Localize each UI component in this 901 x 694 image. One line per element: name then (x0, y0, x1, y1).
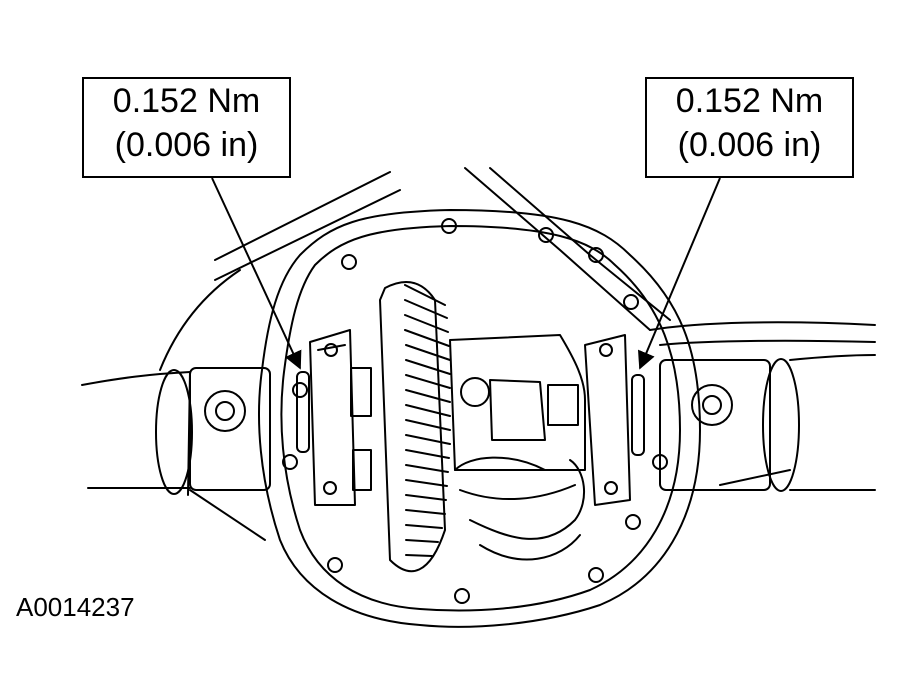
right-bearing-cap (584, 334, 631, 506)
right-axle-tube (789, 354, 876, 361)
right-callout-inches: (0.006 in) (677, 126, 822, 164)
right-callout-torque: 0.152 Nm (675, 82, 824, 120)
right-shim (631, 374, 645, 456)
left-callout-inches: (0.006 in) (114, 126, 259, 164)
right-shim-callout: 0.152 Nm (0.006 in) (645, 77, 854, 178)
left-axle-tube (81, 371, 191, 386)
right-leader-arrow (637, 177, 721, 370)
left-leader-arrow (211, 177, 302, 370)
left-axle-boss (189, 367, 271, 491)
left-shim (296, 371, 310, 453)
ring-gear-teeth (404, 284, 451, 557)
housing-flange (258, 209, 701, 628)
left-bearing-cap (309, 329, 356, 506)
left-shim-callout: 0.152 Nm (0.006 in) (82, 77, 291, 178)
figure-id: A0014237 (16, 592, 135, 622)
ring-gear (379, 281, 446, 573)
left-callout-torque: 0.152 Nm (112, 82, 261, 120)
differential-case (449, 334, 586, 471)
right-axle-boss (659, 359, 771, 491)
